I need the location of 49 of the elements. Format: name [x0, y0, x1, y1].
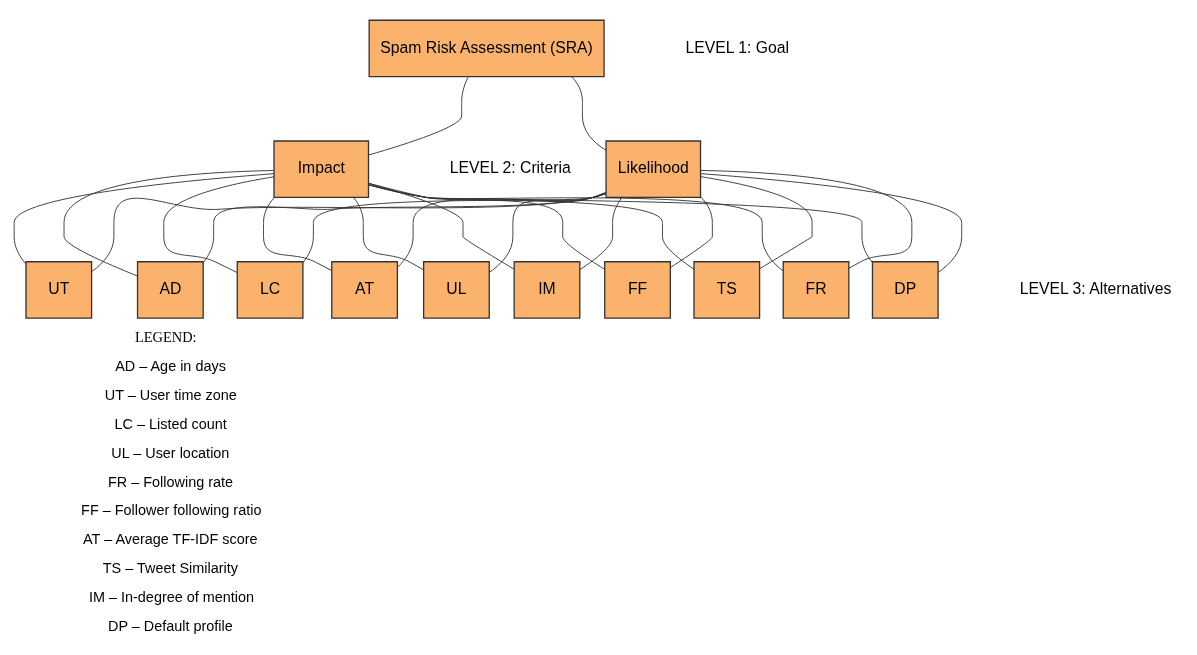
node-box: DP [871, 260, 939, 319]
label: FF – Follower following ratio [81, 501, 262, 518]
node-box: FF [604, 260, 671, 319]
label: UL – User location [111, 444, 230, 461]
node-box: UL [422, 260, 490, 319]
connector [353, 196, 424, 270]
connector [368, 183, 695, 270]
node-box: IM [513, 260, 581, 319]
connector [263, 196, 332, 271]
connector [63, 169, 274, 276]
label: UT – User time zone [104, 386, 237, 403]
label: LC – Listed count [114, 415, 227, 432]
label: IM – In-degree of mention [88, 588, 255, 605]
connector [571, 76, 607, 151]
node-box: Spam Risk Assessment (SRA) [368, 19, 605, 77]
connector [368, 182, 605, 270]
connector [368, 183, 784, 271]
connector [700, 175, 813, 269]
node-box: UT [25, 260, 93, 319]
connector [670, 196, 713, 268]
node-box: TS [693, 260, 761, 319]
connector [91, 192, 607, 272]
node-box: AD [136, 260, 204, 319]
label: AT – Average TF-IDF score [83, 530, 258, 547]
connector [202, 192, 607, 263]
node-box: FR [782, 260, 850, 319]
connector [579, 196, 623, 270]
node-box: Likelihood [605, 139, 702, 198]
node-box: AT [331, 260, 399, 319]
connector [700, 169, 913, 269]
connector [13, 172, 275, 264]
connector [163, 175, 275, 273]
connector [700, 172, 963, 273]
label: AD – Age in days [115, 357, 226, 374]
label: TS – Tweet Similarity [102, 559, 238, 576]
label: LEGEND: [134, 328, 197, 345]
connector [368, 184, 873, 263]
label: LEVEL 2: Criteria [449, 158, 571, 176]
label: DP – Default profile [108, 617, 233, 634]
label: LEVEL 1: Goal [685, 38, 790, 56]
label: LEVEL 3: Alternatives [1019, 279, 1172, 297]
node-box: Impact [273, 139, 370, 198]
connector [397, 192, 607, 268]
connector [302, 192, 607, 263]
connector [368, 182, 515, 269]
node-box: LC [236, 260, 304, 319]
label: FR – Following rate [108, 473, 234, 490]
connector [488, 191, 607, 273]
connector [368, 76, 469, 155]
